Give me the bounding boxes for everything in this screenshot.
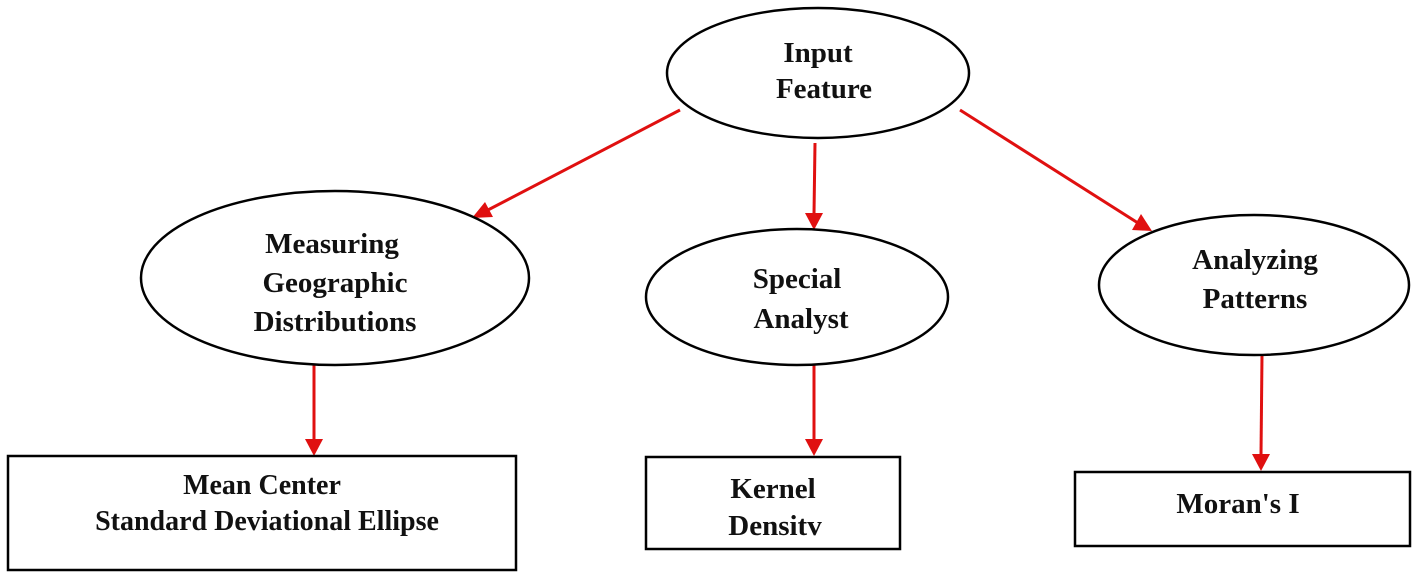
analyzing-patterns-line-1: Analyzing [1192,244,1318,276]
arrow-input-to-measuring [485,108,681,213]
input-feature-line-1: Input [783,37,853,69]
arrow-input-to-special [812,142,817,215]
measuring-line-3: Distributions [254,306,417,338]
arrowhead-input-to-measuring [472,202,493,218]
node-special-analyst: Special Analyst [644,227,950,367]
measuring-line-2: Geographic [263,267,408,299]
mean-center-line-1: Mean Center [183,470,341,501]
arrowhead-measuring-to-mean-center [305,439,323,456]
arrows [305,108,1270,471]
arrow-analyzing-to-moran [1259,354,1264,456]
measuring-line-1: Measuring [265,228,399,260]
kernel-density-box [644,455,902,551]
analyzing-patterns-oval [1097,213,1411,357]
input-feature-line-2: Feature [776,73,872,105]
morans-i-label: Moran's I [1176,488,1299,520]
arrow-input-to-analyzing [959,108,1139,225]
node-kernel-density: Kernel Densitv [644,455,902,551]
measuring-oval [139,189,531,367]
node-mean-center: Mean Center Standard Deviational Ellipse [6,454,518,572]
mean-center-line-2: Standard Deviational Ellipse [95,506,439,537]
node-measuring-geographic-distributions: Measuring Geographic Distributions [139,189,531,367]
morans-i-box [1073,470,1412,548]
special-analyst-line-1: Special [753,263,842,295]
input-feature-oval [665,6,971,140]
special-analyst-line-2: Analyst [753,303,848,335]
special-analyst-oval [644,227,950,367]
mean-center-box [6,454,518,572]
arrowhead-input-to-analyzing [1132,214,1152,231]
arrowhead-input-to-special [805,213,823,230]
kernel-density-line-1: Kernel [730,473,815,505]
analyzing-patterns-line-2: Patterns [1203,283,1308,315]
arrowhead-special-to-kernel [805,439,823,456]
node-input-feature: Input Feature [665,6,971,140]
arrowhead-analyzing-to-moran [1252,454,1270,471]
node-analyzing-patterns: Analyzing Patterns [1097,213,1411,357]
node-morans-i: Moran's I [1073,470,1412,548]
kernel-density-line-2: Densitv [728,510,822,542]
